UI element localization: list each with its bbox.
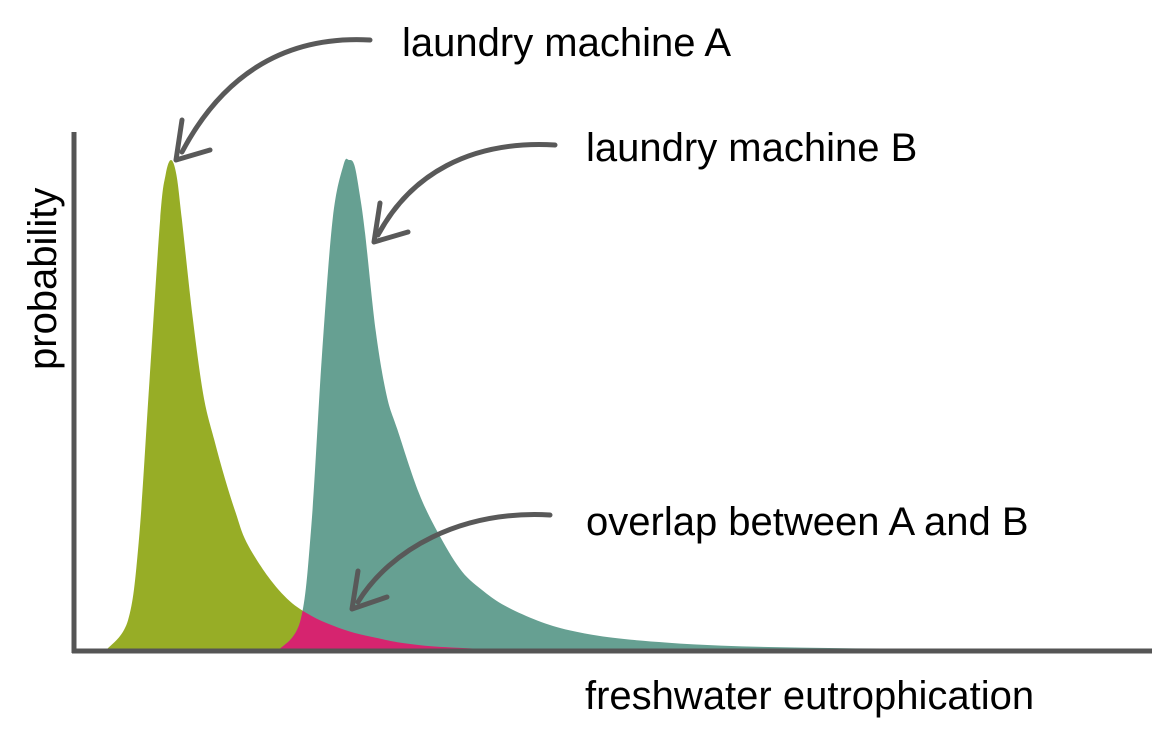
arrowhead-machine-b — [371, 200, 411, 245]
area-laundry-machine-a — [106, 160, 506, 650]
arrows-layer — [173, 37, 558, 612]
label-machine-a: laundry machine A — [402, 21, 731, 65]
axes — [71, 132, 1152, 654]
y-axis-label: probability — [21, 188, 65, 370]
area-laundry-machine-b — [278, 158, 1066, 650]
arrowhead-overlap — [349, 568, 390, 612]
x-axis-label: freshwater eutrophication — [585, 674, 1034, 718]
arrow-to-machine-b — [375, 142, 558, 238]
arrow-to-machine-a — [179, 37, 373, 155]
arrow-to-overlap — [355, 512, 553, 605]
arrowhead-machine-a — [173, 117, 213, 163]
label-overlap: overlap between A and B — [586, 500, 1029, 544]
label-machine-b: laundry machine B — [586, 126, 917, 170]
labels-layer: laundry machine A laundry machine B over… — [21, 21, 1034, 718]
areas-layer — [106, 158, 1066, 650]
